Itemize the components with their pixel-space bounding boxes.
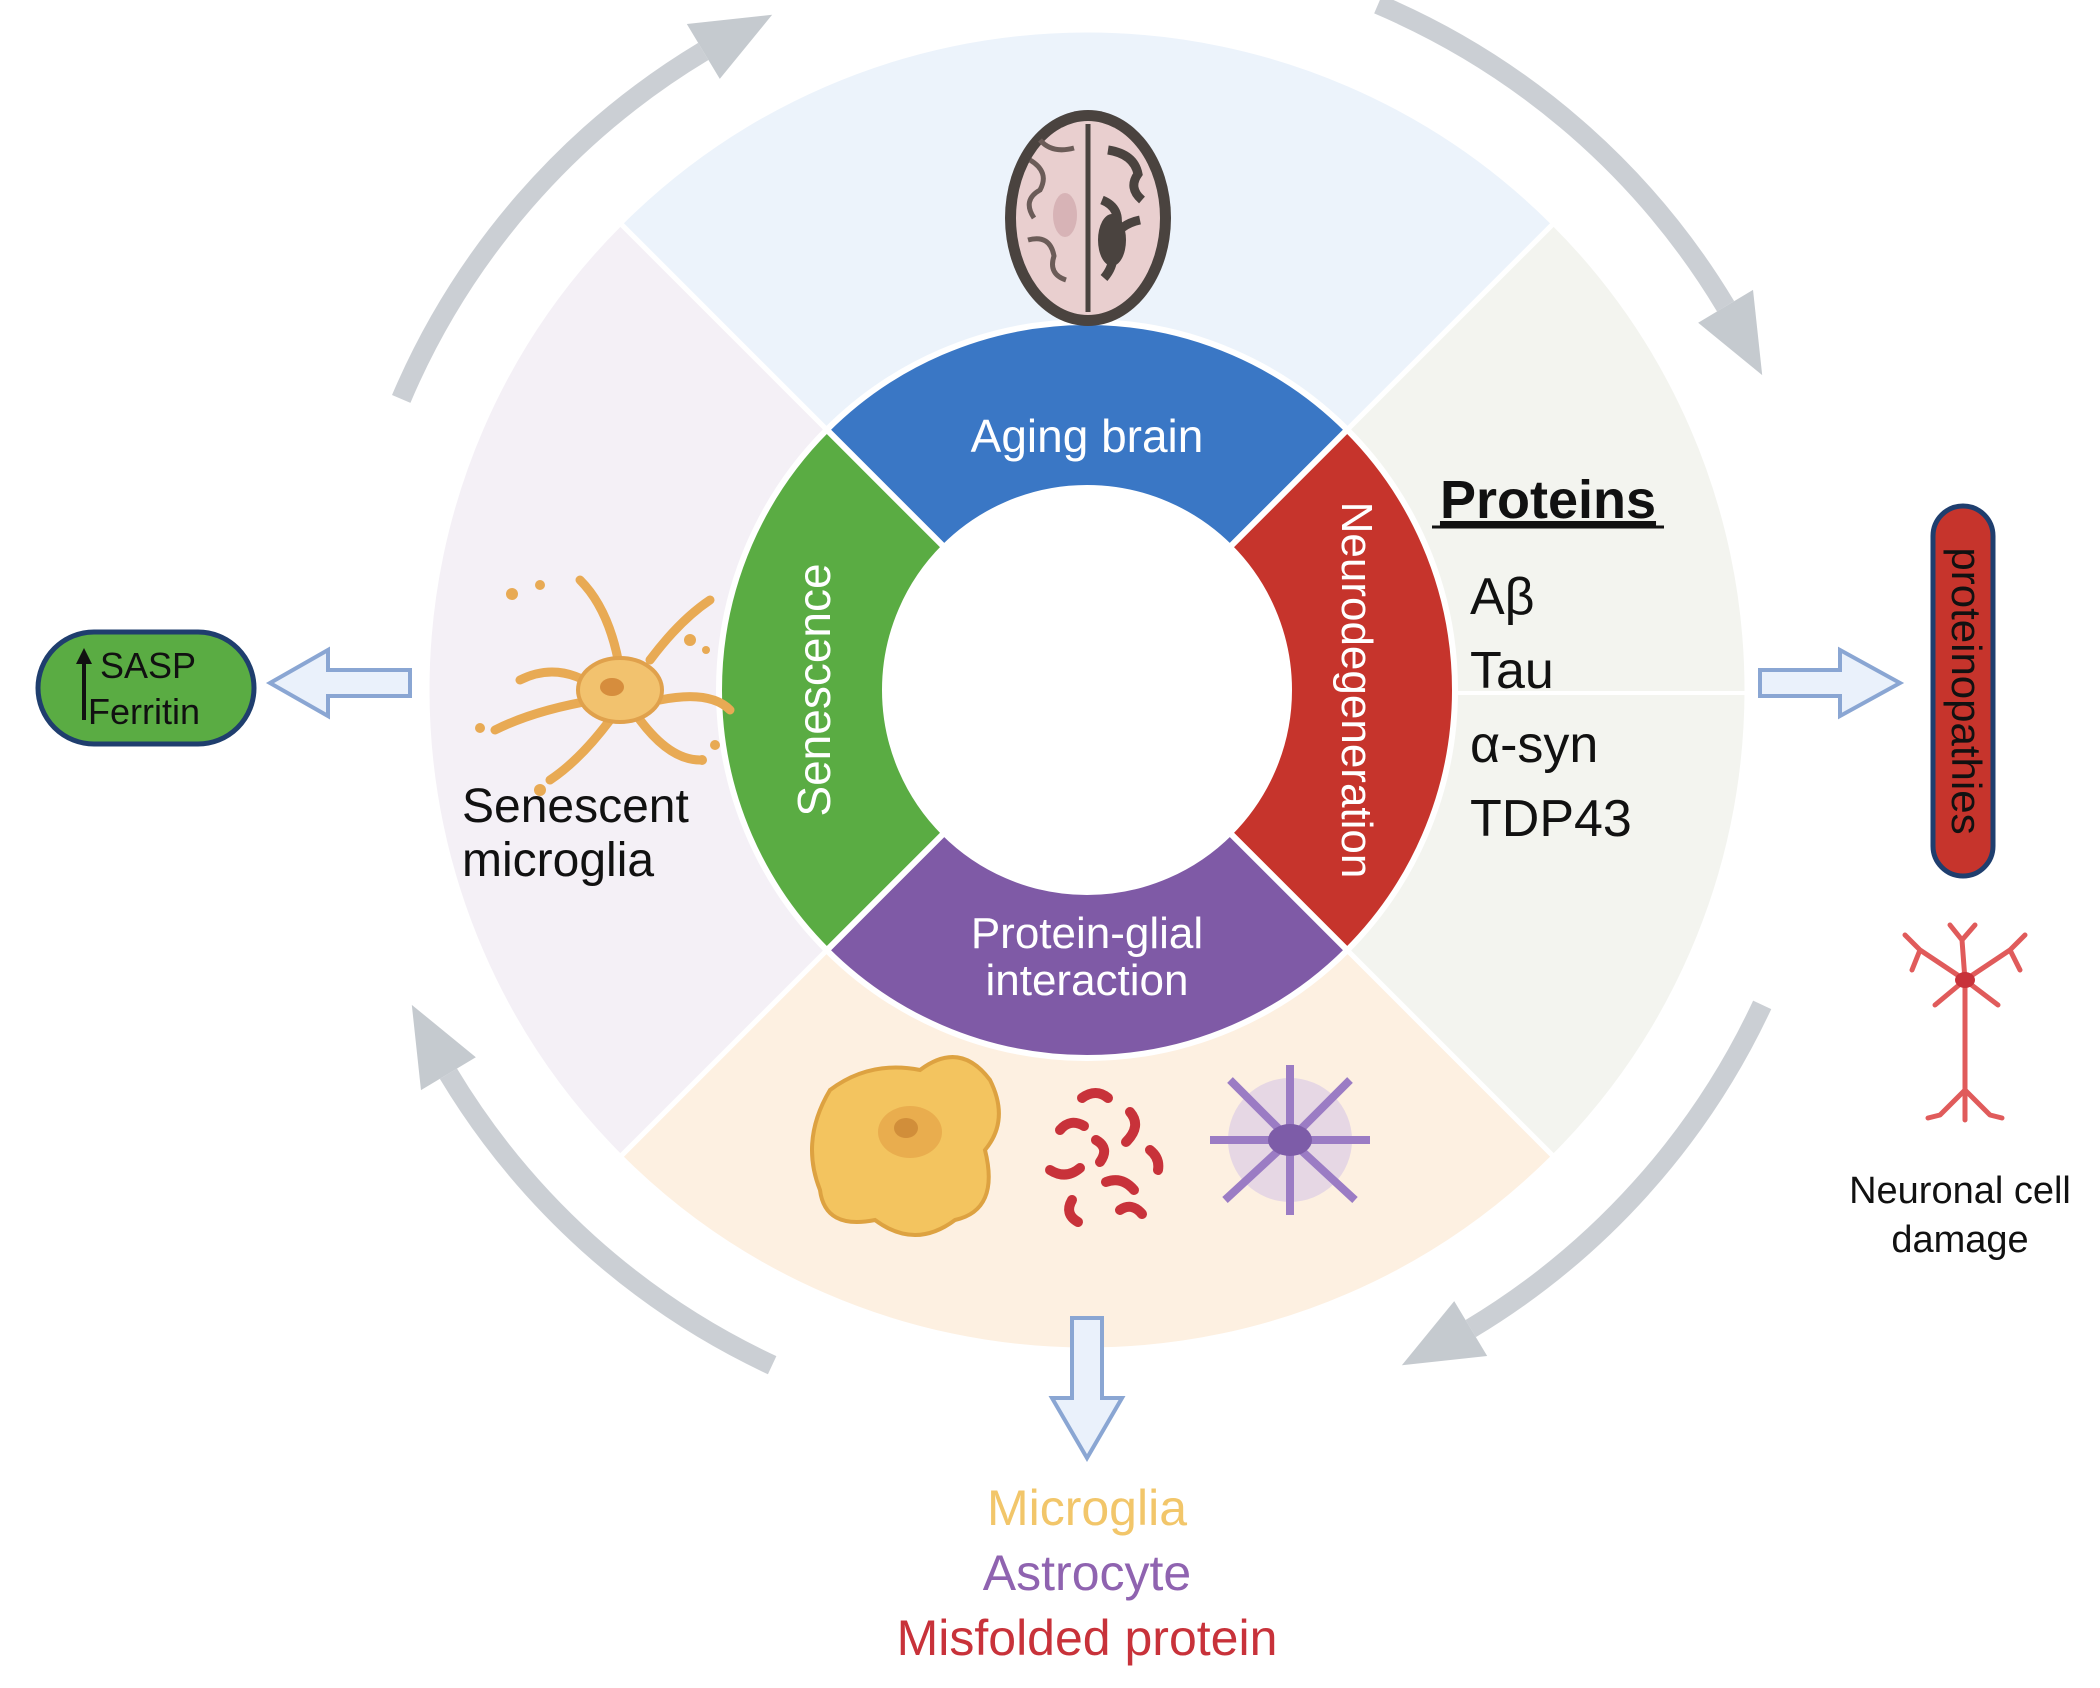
neurodegeneration-label: Neurodegeneration <box>1332 502 1381 879</box>
senescence-label: Senescence <box>788 563 840 816</box>
legend-astrocyte: Astrocyte <box>983 1545 1191 1601</box>
neuron-icon <box>1902 922 2028 1123</box>
protein-glial-label-line1: Protein-glial <box>971 909 1203 958</box>
inner-hub <box>885 488 1289 892</box>
sasp-box <box>35 629 257 747</box>
proteinopathies-label: proteinopathies <box>1943 547 1990 834</box>
cycle-arrow-head <box>686 14 773 79</box>
proteins-heading: Proteins <box>1440 470 1656 530</box>
senescent-microglia-label-line1: Senescent <box>462 780 689 833</box>
sasp-label: SASP <box>100 645 196 686</box>
neuronal-damage-label-line2: damage <box>1891 1219 2028 1261</box>
misfolded-protein-icon <box>1045 1088 1164 1227</box>
cycle-arrow-head <box>1698 289 1763 376</box>
hollow-arrow-right <box>1758 646 1905 720</box>
cycle-arrow-bottom-right <box>1465 1000 1772 1338</box>
proteinopathies-pill <box>1930 503 1996 879</box>
up-arrow-icon <box>76 648 92 664</box>
protein-item: α-syn <box>1470 716 1598 774</box>
ferritin-label: Ferritin <box>88 691 200 732</box>
protein-item: Tau <box>1470 642 1554 700</box>
protein-item: Aβ <box>1470 568 1535 626</box>
legend-misfolded-protein: Misfolded protein <box>897 1610 1278 1666</box>
hollow-arrow-left <box>265 646 412 720</box>
cycle-arrow-bottom-left <box>439 1068 777 1375</box>
senescent-microglia-label-line2: microglia <box>462 834 654 887</box>
neuronal-damage-label-line1: Neuronal cell <box>1849 1170 2071 1212</box>
astrocyte-icon <box>1210 1065 1370 1215</box>
inner-ring <box>716 319 1458 1061</box>
hollow-arrow-down <box>1048 1316 1126 1462</box>
senescent-microglia-icon <box>475 575 735 796</box>
microglia-icon <box>810 1055 1001 1237</box>
protein-item: TDP43 <box>1470 790 1632 848</box>
protein-glial-label-line2: interaction <box>985 956 1188 1005</box>
aging-brain-label: Aging brain <box>971 410 1204 462</box>
cycle-arrow-head <box>1401 1301 1488 1366</box>
brain-icon <box>1005 110 1171 326</box>
hollow-arrows <box>265 646 1905 1462</box>
cycle-arrow-top-right <box>1374 0 1735 312</box>
legend-microglia: Microglia <box>987 1480 1187 1536</box>
cycle-arrow-head <box>411 1004 476 1091</box>
cycle-arrow-top-left <box>392 42 709 403</box>
cycle-arrows <box>392 0 1772 1375</box>
